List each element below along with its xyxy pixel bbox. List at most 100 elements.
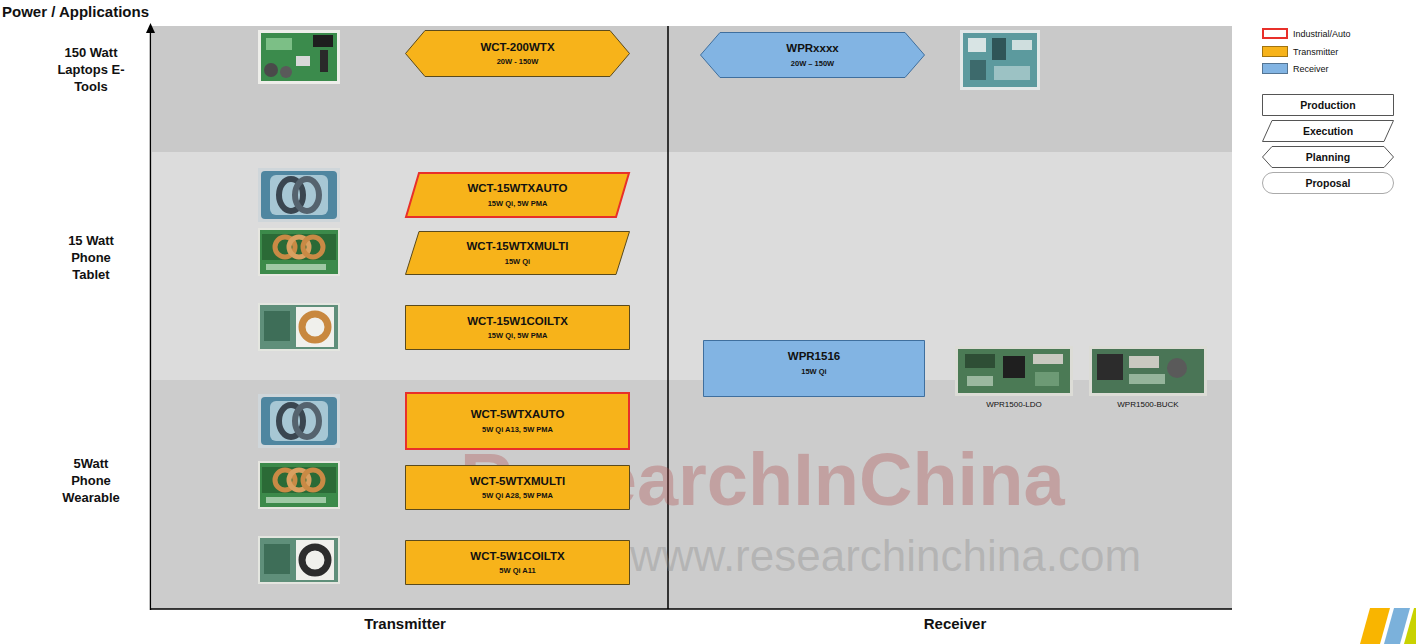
hex-outline [1263, 147, 1394, 168]
board-photo-part [1167, 358, 1187, 378]
board-photo-part [968, 38, 986, 52]
legend-entry: Production [1262, 94, 1394, 116]
row-label: 150 Watt Laptops E-Tools [54, 44, 128, 95]
board-photo-part [258, 536, 340, 584]
product-spec: 15W Qi [801, 367, 826, 376]
board-photo-part [264, 544, 290, 574]
board-photo [258, 461, 340, 509]
board-photo-part [967, 376, 993, 386]
board-photo-part [266, 497, 326, 503]
product-name: WCT-5WTXMULTI [470, 475, 566, 489]
board-photo-part [261, 33, 337, 81]
board-photo-part [1097, 354, 1123, 380]
legend-entry: Execution [1262, 120, 1394, 142]
legend-text: Receiver [1293, 64, 1329, 74]
board-photo-part [258, 394, 340, 448]
legend-entry: Industrial/Auto [1262, 27, 1351, 40]
rect-outline [1263, 95, 1394, 116]
transmitter-box: WCT-5WTXAUTO5W Qi A13, 5W PMA [405, 392, 630, 450]
board-photo-part [258, 168, 340, 222]
board-photo-part [296, 540, 334, 580]
column-divider [667, 26, 669, 609]
board-photo [1089, 346, 1207, 396]
board-photo-part [955, 346, 1073, 396]
board-photo-part [965, 354, 995, 368]
board-photo-part [262, 467, 336, 493]
board-photo-part [296, 307, 334, 347]
band-150w [152, 26, 1232, 152]
product-spec: 15W Qi, 5W PMA [488, 331, 548, 340]
board-photo-part [280, 66, 292, 78]
board-photo-part [261, 171, 337, 219]
board-photo-part [264, 63, 278, 77]
axis-label: Receiver [855, 615, 1055, 633]
axis-title: Power / Applications [2, 3, 262, 21]
board-photo-part [1033, 354, 1063, 364]
board-photo [258, 394, 340, 448]
transmitter-box: WCT-200WTX20W - 150W [405, 30, 630, 77]
board-photo-part [960, 30, 1040, 90]
planning-shape [700, 32, 925, 78]
board-photo-part [994, 66, 1030, 80]
board-photo [258, 168, 340, 222]
board-photo-part [1035, 372, 1059, 386]
legend-text: Planning [1306, 151, 1350, 163]
box-outline [406, 31, 630, 77]
board-photo-part [1012, 40, 1032, 50]
board-photo-part [992, 38, 1006, 60]
axis-arrowhead [146, 23, 155, 33]
board-photo-part [1129, 374, 1165, 384]
board-photo [960, 30, 1040, 90]
row-label: 15 Watt Phone Tablet [54, 232, 128, 283]
board-photo-part [1129, 356, 1159, 368]
box-outline [704, 341, 925, 397]
product-spec: 5W Qi A11 [499, 566, 535, 575]
board-photo-part [266, 264, 326, 270]
board-photo-part [258, 303, 340, 351]
legend-swatch [1262, 63, 1288, 74]
box-outline [701, 33, 925, 78]
y-axis [150, 30, 152, 610]
legend-text: Industrial/Auto [1293, 29, 1351, 39]
board-photo-part [963, 33, 1037, 87]
company-logo-part [1404, 608, 1416, 644]
legend-text: Proposal [1306, 177, 1351, 189]
board-photo [258, 303, 340, 351]
board-caption: WPR1500-BUCK [1098, 400, 1198, 410]
box-outline [406, 541, 630, 585]
board-photo-part [260, 230, 338, 274]
board-photo-part [302, 314, 328, 340]
board-photo-part [320, 50, 328, 72]
box-outline [406, 173, 629, 217]
x-axis [150, 608, 1232, 610]
product-name: WCT-15WTXAUTO [467, 182, 567, 196]
board-photo-part [1003, 356, 1025, 378]
product-name: WPRxxxx [786, 42, 838, 56]
product-name: WCT-5WTXAUTO [471, 408, 565, 422]
board-photo-part [258, 228, 340, 276]
axis-label: Transmitter [305, 615, 505, 633]
legend-entry: Receiver [1262, 62, 1329, 75]
company-logo [1360, 608, 1416, 644]
transmitter-box: WCT-15WTXAUTO15W Qi, 5W PMA [405, 172, 630, 218]
band-5w [152, 380, 1232, 609]
watermark: www.researchinchina.com [630, 530, 1190, 583]
product-name: WCT-200WTX [480, 41, 554, 55]
legend-entry: Proposal [1262, 172, 1394, 194]
board-photo-part [262, 234, 336, 260]
company-logo-part [1360, 608, 1390, 644]
board-caption: WPR1500-LDO [964, 400, 1064, 410]
board-photo-part [260, 463, 338, 507]
product-name: WPR1516 [788, 350, 840, 364]
proposal-outline [1263, 173, 1394, 194]
transmitter-box: WCT-15WTXMULTI15W Qi [405, 231, 630, 275]
product-name: WCT-15WTXMULTI [467, 240, 569, 254]
legend-text: Production [1300, 99, 1355, 111]
transmitter-box: WCT-5W1COILTX5W Qi A11 [405, 540, 630, 585]
transmitter-box: WCT-5WTXMULTI5W Qi A28, 5W PMA [405, 465, 630, 510]
board-photo-part [258, 30, 340, 84]
board-photo-part [270, 175, 328, 215]
legend-entry: Planning [1262, 146, 1394, 168]
board-photo-part [303, 470, 323, 490]
legend-swatch [1262, 28, 1288, 39]
